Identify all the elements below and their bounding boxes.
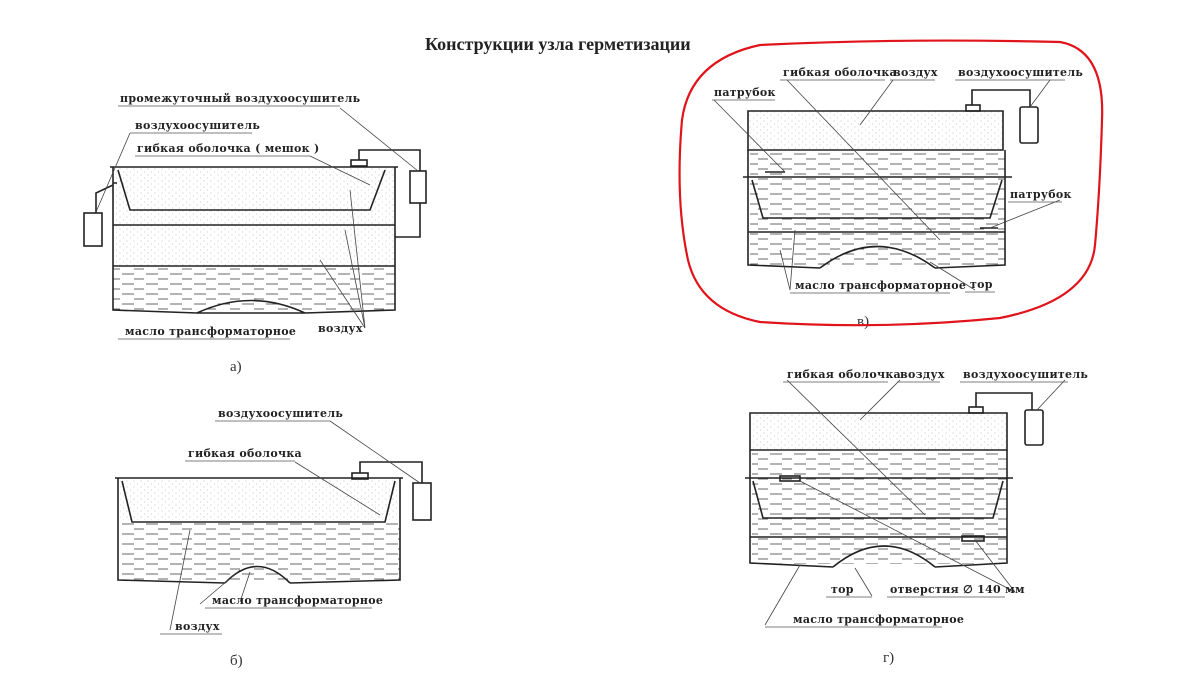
- caption-g: г): [883, 650, 894, 666]
- label-oil: масло трансформаторное: [793, 613, 964, 626]
- label-intermediate-dryer: промежуточный воздухоосушитель: [120, 92, 361, 105]
- label-dryer: воздухоосушитель: [958, 66, 1083, 79]
- label-torus: тор: [831, 583, 854, 596]
- label-oil: масло трансформаторное: [795, 279, 966, 292]
- red-highlight-outline: [678, 39, 1104, 327]
- label-bag: гибкая оболочка ( мешок ): [137, 142, 320, 155]
- caption-v: в): [857, 314, 869, 330]
- page-title: Конструкции узла герметизации: [425, 34, 691, 54]
- label-membrane: гибкая оболочка: [188, 447, 302, 460]
- diagram-a: промежуточный воздухоосушитель воздухоос…: [83, 92, 427, 375]
- label-air: воздух: [318, 322, 363, 335]
- label-dryer: воздухоосушитель: [135, 119, 260, 132]
- label-oil: масло трансформаторное: [212, 594, 383, 607]
- dryer-icon: [83, 212, 103, 247]
- caption-b: б): [230, 653, 243, 669]
- diagram-g: гибкая оболочка воздух воздухоосушитель …: [745, 368, 1088, 666]
- dryer-icon: [1024, 409, 1044, 446]
- dryer-icon: [412, 482, 432, 521]
- label-air: воздух: [893, 66, 938, 79]
- label-air: воздух: [900, 368, 945, 381]
- label-torus: тор: [970, 278, 993, 291]
- label-pipe-right: патрубок: [1010, 188, 1072, 201]
- diagram-b: воздухоосушитель гибкая оболочка масло т…: [115, 407, 432, 669]
- label-dryer: воздухоосушитель: [218, 407, 343, 420]
- label-oil: масло трансформаторное: [125, 325, 296, 338]
- label-membrane: гибкая оболочка: [783, 66, 897, 79]
- diagram-v: гибкая оболочка воздух воздухоосушитель …: [678, 39, 1104, 330]
- label-holes: отверстия ∅ 140 мм: [890, 583, 1025, 596]
- label-air: воздух: [175, 620, 220, 633]
- label-pipe-left: патрубок: [714, 86, 776, 99]
- dryer-icon: [1019, 106, 1039, 144]
- label-membrane: гибкая оболочка: [787, 368, 901, 381]
- intermediate-dryer-icon: [409, 170, 427, 204]
- caption-a: а): [230, 359, 242, 375]
- label-dryer: воздухоосушитель: [963, 368, 1088, 381]
